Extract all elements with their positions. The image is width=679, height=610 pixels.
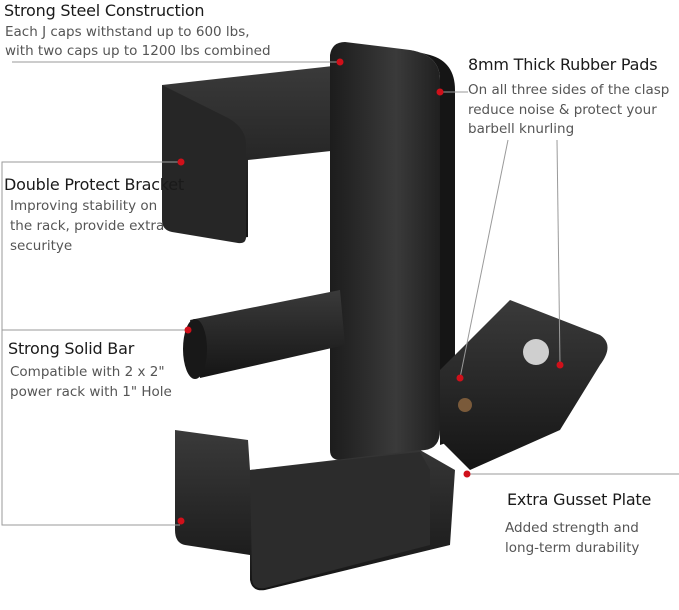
callout-text-pads-3: barbell knurling: [468, 121, 575, 137]
gusset-bracket: [440, 300, 608, 470]
marker-dot: [177, 517, 185, 525]
callout-text-gusset-1: Added strength and: [505, 520, 639, 536]
callout-text-bracket-3: securitye: [10, 238, 73, 254]
marker-dot: [463, 470, 471, 478]
callout-text-bar-2: power rack with 1" Hole: [10, 384, 172, 400]
marker-dot: [177, 158, 185, 166]
back-plate: [330, 42, 440, 460]
bolt-hole: [458, 398, 472, 412]
marker-dot: [184, 326, 192, 334]
rubber-pad: [410, 50, 455, 445]
screw-head: [523, 339, 549, 365]
bottom-j-front: [250, 452, 430, 589]
solid-bar: [190, 290, 345, 378]
bar-end: [183, 319, 207, 379]
callout-text-pads-1: On all three sides of the clasp: [468, 82, 670, 98]
top-j-front-face: [162, 85, 246, 244]
callout-text-gusset-2: long-term durability: [505, 540, 640, 556]
marker-dots: [177, 58, 564, 525]
callout-text-steel-1: Each J caps withstand up to 600 lbs,: [5, 24, 250, 40]
callout-text-bracket-1: Improving stability on: [10, 198, 158, 214]
callout-text-bar-1: Compatible with 2 x 2": [10, 364, 165, 380]
callout-text-bracket-2: the rack, provide extra: [10, 218, 165, 234]
marker-dot: [456, 374, 464, 382]
callout-text-pads-2: reduce noise & protect your: [468, 102, 657, 118]
callout-text-steel-2: with two caps up to 1200 lbs combined: [5, 43, 271, 59]
marker-dot: [436, 88, 444, 96]
callout-title-gusset: Extra Gusset Plate: [507, 490, 652, 509]
callout-title-bracket: Double Protect Bracket: [4, 175, 185, 194]
marker-dot: [556, 361, 564, 369]
marker-dot: [336, 58, 344, 66]
callout-title-pads: 8mm Thick Rubber Pads: [468, 55, 658, 74]
callout-lines: [1, 61, 679, 526]
callout-title-steel: Strong Steel Construction: [4, 1, 205, 20]
callout-title-bar: Strong Solid Bar: [8, 339, 135, 358]
